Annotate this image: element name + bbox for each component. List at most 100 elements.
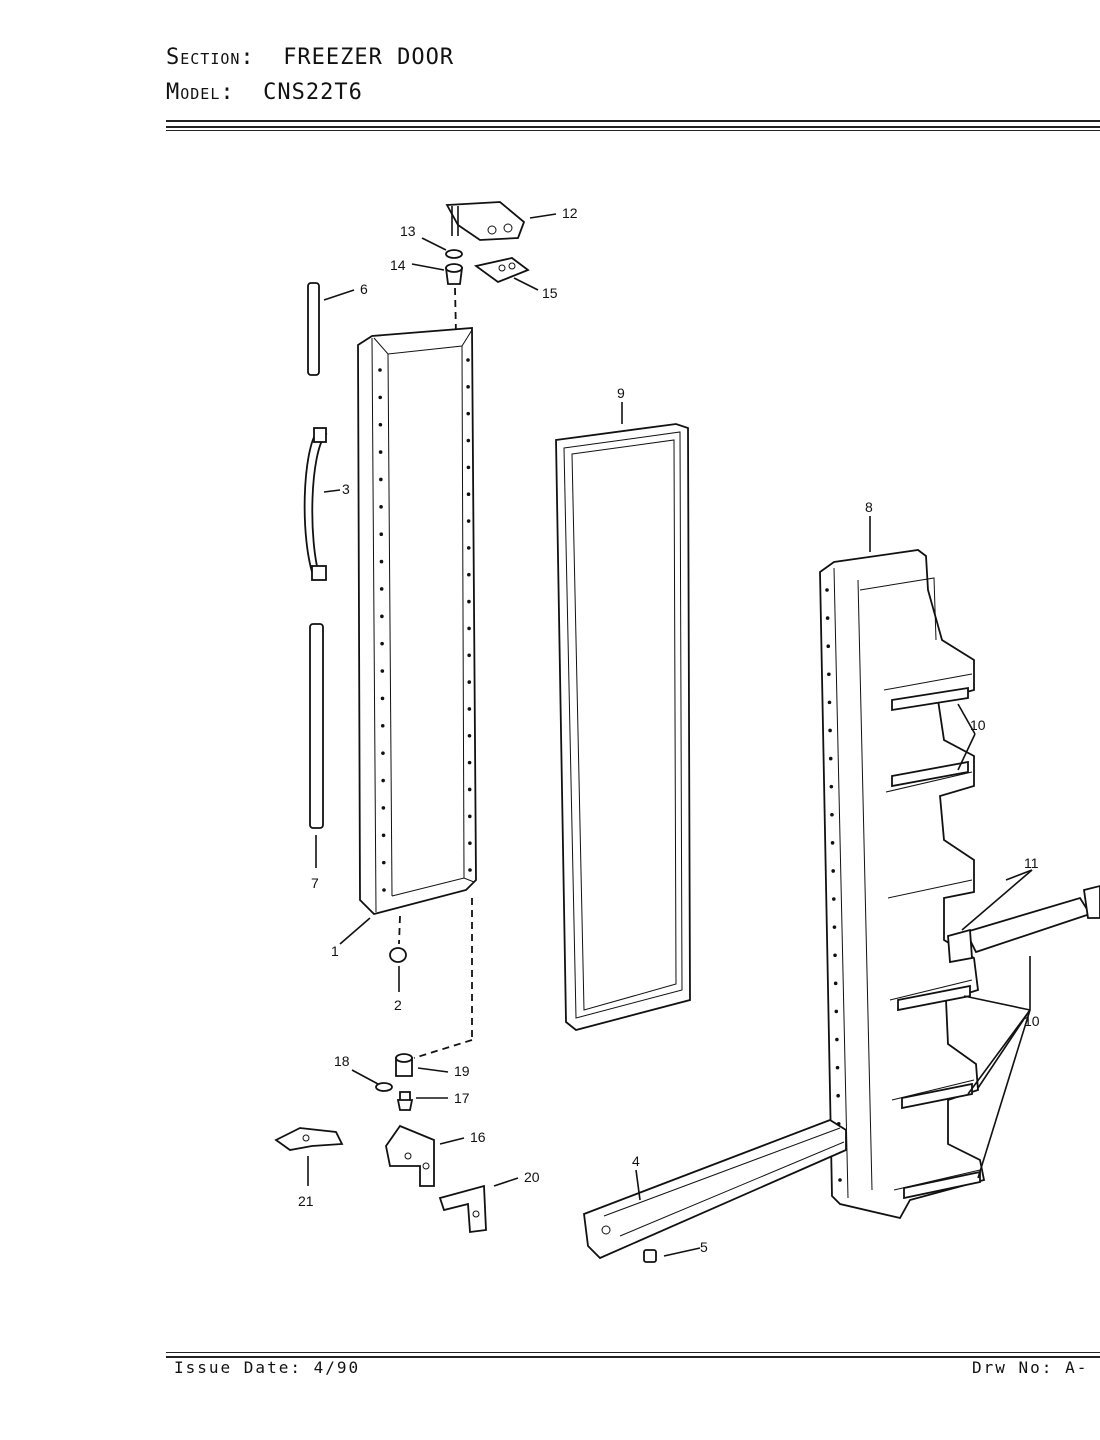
- screw-hole: [466, 519, 471, 523]
- screw-hole: [468, 868, 472, 872]
- hinge-pin-axis: [454, 287, 457, 335]
- screw-hole: [466, 546, 471, 550]
- screw-hole: [467, 680, 472, 684]
- part-1-door-panel: [357, 327, 477, 916]
- callout-17: 17: [454, 1090, 470, 1106]
- screw-hole: [380, 696, 385, 701]
- hinge-axis-lower: [413, 1039, 473, 1059]
- screw-hole: [468, 841, 472, 845]
- header-rule: [166, 130, 1100, 131]
- callout-20: 20: [524, 1169, 540, 1185]
- screw-hole: [828, 756, 833, 761]
- screw-hole: [380, 669, 385, 673]
- screw-hole: [832, 925, 837, 929]
- callout-5: 5: [700, 1239, 708, 1255]
- screw-hole: [380, 614, 384, 619]
- screw-hole: [827, 672, 831, 677]
- screw-hole: [832, 897, 836, 901]
- screw-hole: [831, 869, 835, 873]
- header-rule: [166, 120, 1100, 122]
- screw-hole: [467, 653, 471, 658]
- callout-14: 14: [390, 257, 406, 273]
- part-15-shim: [473, 257, 530, 284]
- stop-axis: [398, 915, 401, 945]
- screw-hole: [467, 814, 472, 819]
- screw-hole: [378, 450, 383, 454]
- model-value: CNS22T6: [263, 80, 363, 105]
- screw-hole: [466, 411, 471, 416]
- footer-rule: [166, 1356, 1100, 1358]
- callout-2: 2: [394, 997, 402, 1013]
- screw-hole: [466, 465, 471, 470]
- screw-hole: [835, 1037, 839, 1042]
- part-3-handle: [303, 427, 328, 581]
- screw-hole: [826, 644, 831, 648]
- screw-hole: [467, 760, 472, 765]
- callout-11: 11: [1024, 855, 1039, 871]
- part-4-bottom-trim: [583, 1118, 847, 1260]
- screw-hole: [467, 787, 472, 792]
- issue-date: Issue Date: 4/90: [174, 1358, 361, 1377]
- part-5-screw: [643, 1249, 657, 1263]
- part-20-bracket: [438, 1184, 487, 1234]
- screw-hole: [382, 888, 386, 892]
- screw-hole: [380, 641, 384, 646]
- screw-hole: [836, 1093, 840, 1098]
- screw-hole: [381, 751, 385, 755]
- callout-16: 16: [470, 1129, 486, 1145]
- screw-hole: [467, 626, 471, 631]
- screw-hole: [833, 981, 838, 986]
- model-label: Model:: [166, 80, 235, 105]
- callout-9: 9: [617, 385, 625, 401]
- screw-hole: [378, 368, 382, 372]
- footer-rule: [166, 1352, 1100, 1353]
- part-16-lower-hinge: [385, 1124, 435, 1187]
- callout-21: 21: [298, 1193, 314, 1209]
- screw-hole: [825, 588, 829, 592]
- part-19-bushing: [395, 1053, 413, 1077]
- screw-hole: [467, 733, 472, 738]
- screw-hole: [829, 784, 834, 789]
- part-2-door-stop: [389, 947, 407, 963]
- callout-10-lower: 10: [1024, 1013, 1040, 1029]
- screw-hole: [830, 841, 835, 845]
- screw-hole: [830, 812, 834, 817]
- callout-6: 6: [360, 281, 368, 297]
- screw-hole: [381, 833, 386, 838]
- part-18-washer: [375, 1082, 393, 1092]
- screw-hole: [467, 707, 472, 711]
- callout-18: 18: [334, 1053, 350, 1069]
- screw-hole: [467, 572, 471, 577]
- callout-12: 12: [562, 205, 578, 221]
- screw-hole: [833, 953, 837, 958]
- part-14-bushing: [444, 263, 464, 285]
- part-8-door-liner: [819, 549, 986, 1220]
- screw-hole: [835, 1065, 840, 1070]
- part-9-gasket: [555, 423, 691, 1031]
- callout-7: 7: [311, 875, 319, 891]
- screw-hole: [466, 492, 471, 497]
- callout-19: 19: [454, 1063, 470, 1079]
- callout-15: 15: [542, 285, 558, 301]
- screw-hole: [466, 358, 470, 362]
- screw-hole: [379, 532, 384, 537]
- callout-1: 1: [331, 943, 339, 959]
- model-heading: Model: CNS22T6: [166, 80, 363, 105]
- header-rule: [166, 126, 1100, 128]
- screw-hole: [381, 778, 385, 783]
- callout-13: 13: [400, 223, 416, 239]
- callout-10-upper: 10: [970, 717, 986, 733]
- part-11-retainer-bar: [947, 885, 1100, 964]
- screw-hole: [825, 616, 830, 620]
- screw-hole: [827, 700, 832, 705]
- screw-hole: [466, 438, 471, 443]
- screw-hole: [379, 587, 384, 591]
- callout-4: 4: [632, 1153, 640, 1169]
- leader-lines: [307, 213, 1033, 1257]
- section-heading: Section: FREEZER DOOR: [166, 45, 454, 70]
- screw-hole: [380, 723, 385, 728]
- drawing-number: Drw No: A-: [972, 1358, 1089, 1377]
- part-12-upper-hinge: [445, 201, 526, 241]
- screw-hole: [379, 505, 383, 509]
- screw-hole: [379, 559, 384, 564]
